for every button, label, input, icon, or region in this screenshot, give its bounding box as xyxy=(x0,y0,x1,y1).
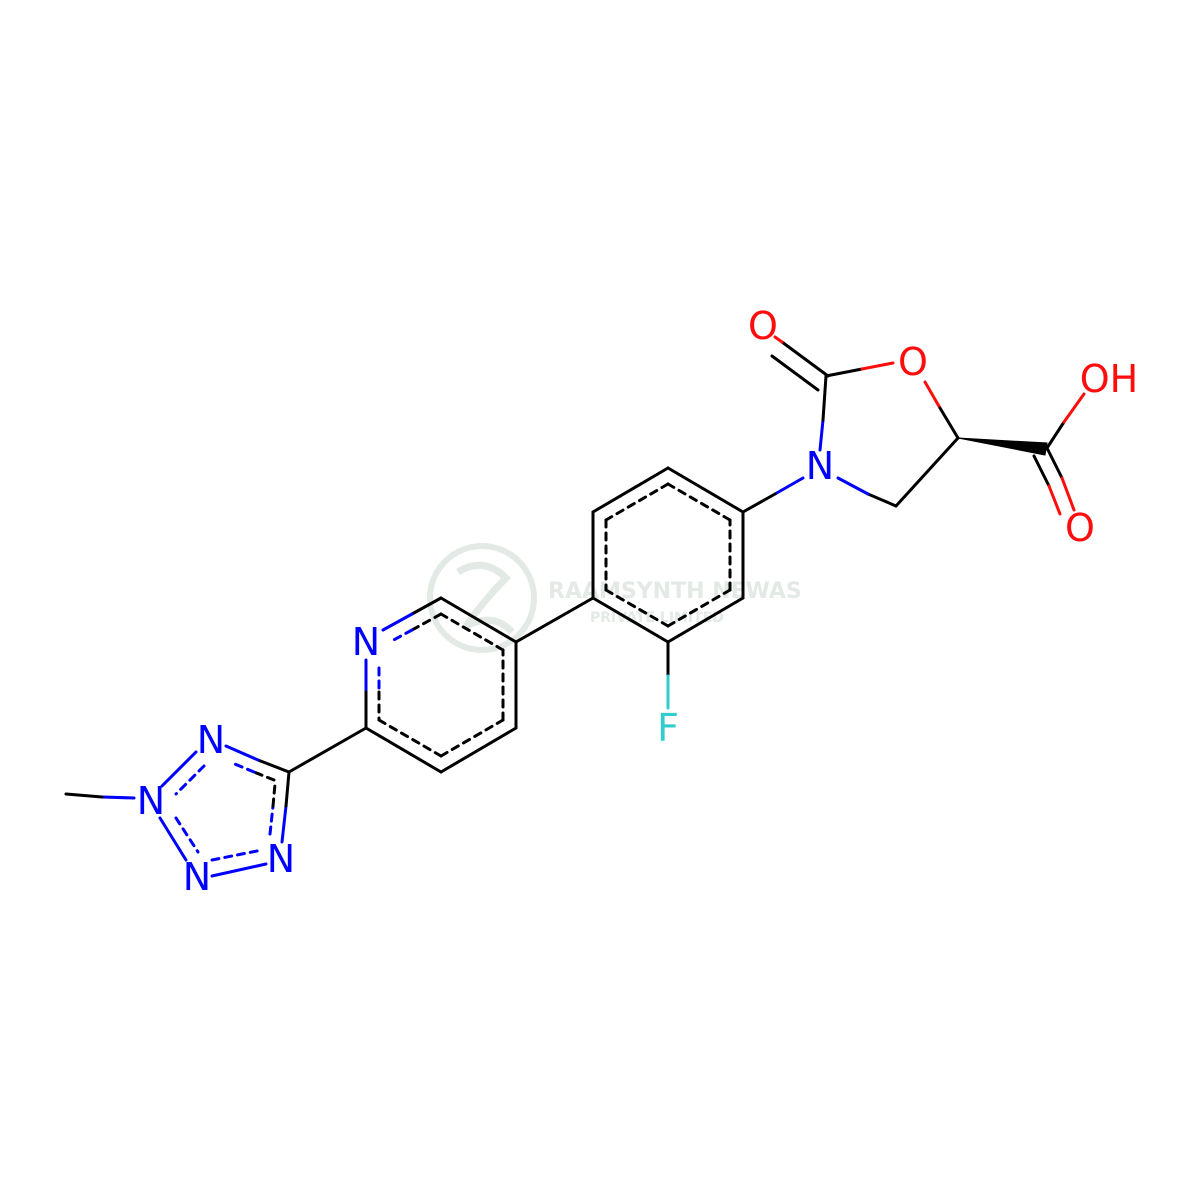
atom-fluorine: F xyxy=(657,706,679,750)
bond-c5-c4 xyxy=(894,436,960,508)
bond-o1-c5 xyxy=(938,406,960,440)
bond-c-o-dbl-2-red xyxy=(1047,484,1062,516)
bond-c-oh-red xyxy=(1062,392,1086,424)
bond-c-o-dbl xyxy=(1045,446,1064,480)
bond-pyr-tz xyxy=(287,726,368,774)
bond-ph-pyr xyxy=(514,596,595,644)
tetrazole-aromatic-dashes xyxy=(174,760,277,862)
atom-tetrazole-n4: N xyxy=(267,837,295,881)
pyridine-aromatic-dashes xyxy=(377,612,505,758)
watermark-ring-icon xyxy=(427,543,537,653)
atom-acid-o: O xyxy=(1065,506,1095,550)
bond-carbonyl-c xyxy=(780,340,830,378)
bond-n-methyl-blue xyxy=(100,795,136,800)
bond-tz-c-n1-blue xyxy=(224,744,260,762)
bond-tz-c-n1 xyxy=(256,758,291,774)
bond-py-4 xyxy=(364,726,443,774)
bond-n3-aryl xyxy=(741,492,777,514)
bond-o1-c5-red xyxy=(923,380,942,410)
atom-labels: O O OH O N N F N N N N xyxy=(137,304,1138,899)
bond-tz-n3-n4 xyxy=(210,862,268,878)
atom-ring-o: O xyxy=(898,340,928,384)
bond-c-o-dbl-red xyxy=(1060,476,1076,512)
bond-c2-o1-red xyxy=(860,361,895,371)
bond-n3-aryl-blue xyxy=(773,476,805,496)
bond-c4-n3-blue xyxy=(836,476,870,496)
bond-tz-n1-n2 xyxy=(160,750,198,788)
atom-tetrazole-n3: N xyxy=(183,855,211,899)
bond-tz-n4-c xyxy=(284,770,291,808)
watermark-leaf-icon xyxy=(456,561,515,635)
bond-tz-n2-n3 xyxy=(158,816,188,862)
atom-oxo-o: O xyxy=(748,304,778,348)
bond-c4-n3 xyxy=(866,492,898,508)
bond-py-2 xyxy=(410,596,443,616)
atom-ring-n: N xyxy=(806,444,834,488)
bond-py-5 xyxy=(439,726,518,774)
atom-pyridine-n: N xyxy=(352,620,380,664)
bonds xyxy=(64,335,1086,878)
bond-c-o-dbl-2 xyxy=(1032,454,1051,488)
atom-tetrazole-n2: N xyxy=(137,779,165,823)
bond-n-methyl xyxy=(64,792,104,799)
atom-tetrazole-n1: N xyxy=(197,718,225,762)
phenyl-aromatic-dashes xyxy=(604,482,732,628)
bond-n3-c2-blue xyxy=(818,418,825,452)
bond-c2-o1 xyxy=(824,367,864,378)
bond-py-2-blue xyxy=(381,612,414,632)
atom-acid-oh: OH xyxy=(1080,357,1138,401)
bond-ph-5 xyxy=(666,596,745,644)
bond-ph-4 xyxy=(591,596,670,644)
bond-carbonyl-o xyxy=(773,335,784,344)
bond-c-oh xyxy=(1045,420,1066,450)
bond-carbonyl-c-2 xyxy=(770,354,820,392)
bond-tz-n4-c-blue xyxy=(280,804,288,844)
bond-n3-c2 xyxy=(821,374,828,422)
bond-ph-1 xyxy=(666,466,745,514)
bond-ph-2 xyxy=(591,466,670,514)
bond-py-1 xyxy=(439,596,518,644)
